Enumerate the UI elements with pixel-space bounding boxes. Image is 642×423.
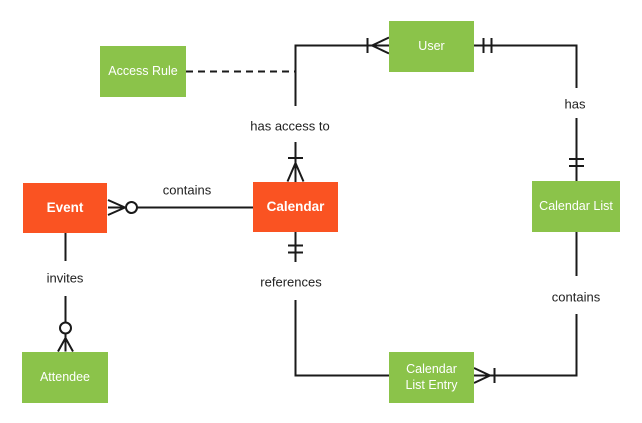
zero-or-many-icon [57,321,74,352]
one-and-only-one-icon [482,38,493,53]
connector-calendar-user [286,36,390,182]
relationship-label-references: references [257,274,325,290]
one-and-only-one-icon [569,158,584,167]
entity-user: User [389,21,474,72]
entity-calendar: Calendar [253,182,338,232]
one-or-many-icon [473,367,496,384]
relationship-label-has-access-to: has access to [247,118,333,134]
entity-calendar-list-entry: Calendar List Entry [389,352,474,403]
connector-event-attendee [57,233,74,352]
entity-access-rule: Access Rule [100,46,186,97]
entity-event: Event [23,183,107,233]
connector-calendar-entry [288,232,389,377]
connector-user-calendar-list [474,38,584,181]
entity-attendee: Attendee [22,352,108,403]
zero-or-many-icon [107,199,138,216]
one-and-only-one-icon [288,244,303,254]
relationship-label-contains-event: contains [159,182,215,198]
one-or-many-icon [366,36,390,55]
relationship-label-contains-list: contains [548,289,604,305]
connector-calendar-list-entry [473,232,578,384]
connector-event-calendar [107,199,253,216]
one-or-many-icon [286,157,305,182]
entity-calendar-list: Calendar List [532,181,620,232]
relationship-label-has: has [561,96,589,112]
relationship-label-invites: invites [43,270,87,286]
